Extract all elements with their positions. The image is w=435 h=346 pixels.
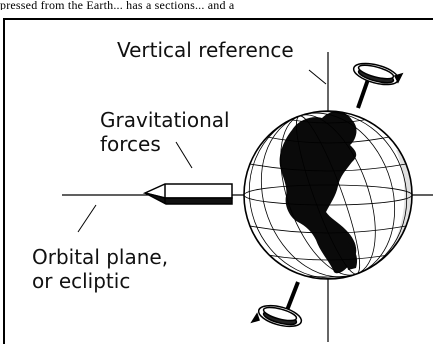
vertical-reference-leader [308,69,327,85]
earth-globe [244,111,412,279]
top-rotation-ring [352,62,404,86]
gravitational-arrow [142,183,233,205]
diagram-border [3,18,433,344]
gravitational-leader [175,141,193,169]
bottom-rotation-ring [250,304,303,328]
vertical-reference-label: Vertical reference [117,38,294,62]
orbital-plane-label-line2: or ecliptic [32,269,131,293]
gravitational-label-line1: Gravitational [100,108,230,132]
clipped-top-text: pressed from the Earth... has a sections… [0,0,235,10]
orbital-plane-label-line1: Orbital plane, [32,245,169,269]
orbital-plane-leader [77,204,97,233]
gravitational-label-line2: forces [100,132,161,156]
